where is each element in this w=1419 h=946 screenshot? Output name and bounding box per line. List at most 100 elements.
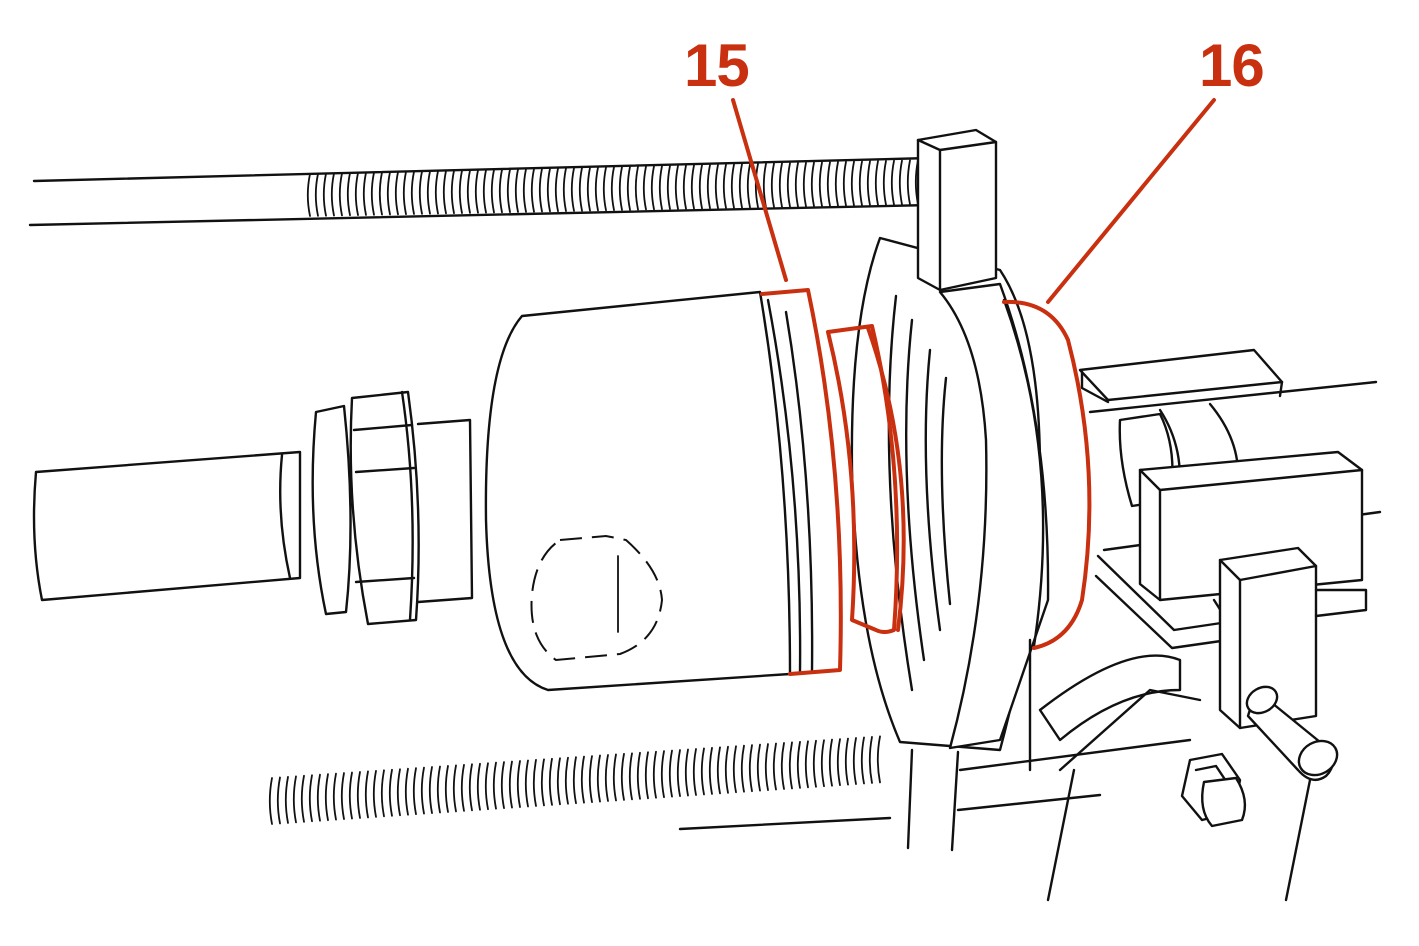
thread-coil <box>882 160 887 206</box>
thread-coil <box>540 758 545 807</box>
thread-coil <box>458 169 463 214</box>
thread-coil <box>346 172 351 217</box>
thread-coil <box>370 171 375 216</box>
thread-coil <box>676 749 681 797</box>
thread-coil <box>844 737 849 786</box>
thread-coil <box>522 168 527 213</box>
thread-coil <box>604 754 609 802</box>
thread-coil <box>778 162 783 208</box>
thread-coil <box>466 169 471 214</box>
bolt-head-icon <box>1180 752 1247 828</box>
thread-coil <box>706 164 711 210</box>
thread-coil <box>730 163 735 209</box>
thread-coil <box>724 745 729 794</box>
lower-threaded-rod <box>268 735 892 831</box>
thread-coil <box>452 764 457 813</box>
thread-coil <box>620 753 625 801</box>
thread-coil <box>828 738 833 787</box>
thread-coil <box>284 776 289 824</box>
thread-coil <box>850 160 855 207</box>
thread-coil <box>812 739 817 788</box>
puller-frame-icon <box>906 638 1312 902</box>
thread-coil <box>826 161 831 207</box>
thread-coil <box>690 164 695 210</box>
thread-coil <box>634 165 639 211</box>
thread-coil <box>410 170 415 215</box>
thread-coil <box>532 759 537 807</box>
thread-coil <box>684 748 689 797</box>
thread-coil <box>682 164 687 210</box>
thread-coil <box>500 761 505 810</box>
puller-frame-upright <box>916 128 998 292</box>
thread-coil <box>796 740 801 789</box>
thread-coil <box>490 168 495 214</box>
thread-coil <box>276 776 281 825</box>
thread-coil <box>666 164 671 210</box>
thread-coil <box>378 171 383 216</box>
thread-coil <box>484 762 489 811</box>
thread-coil <box>794 162 799 208</box>
thread-coil <box>428 766 433 814</box>
thread-coil <box>868 736 873 784</box>
lower-frame <box>906 450 1368 902</box>
thread-coil <box>498 168 503 214</box>
thread-coil <box>810 161 815 208</box>
thread-coil <box>538 167 543 213</box>
thread-coil <box>636 751 641 800</box>
thread-coil <box>570 167 575 212</box>
thread-coil <box>530 168 535 213</box>
thread-coil <box>322 172 327 217</box>
thread-coil <box>836 738 841 787</box>
thread-coil <box>834 161 839 207</box>
thread-coil <box>420 766 425 815</box>
thread-coil <box>364 770 369 819</box>
thread-coil <box>650 165 655 211</box>
thread-coil <box>602 166 607 212</box>
thread-coil <box>594 166 599 212</box>
thread-coil <box>780 742 785 790</box>
thread-coil <box>890 159 895 206</box>
thread-coil <box>356 771 361 819</box>
thread-coil <box>554 167 559 213</box>
thread-coil <box>300 774 305 823</box>
thread-coil <box>516 760 521 808</box>
thread-coil <box>612 753 617 802</box>
thread-coil <box>380 769 385 818</box>
lower-rod-threads <box>268 735 881 825</box>
thread-coil <box>396 768 401 817</box>
thread-coil <box>772 742 777 791</box>
thread-coil <box>386 171 391 216</box>
thread-coil <box>754 162 759 209</box>
thread-coil <box>898 159 903 206</box>
thread-coil <box>660 750 665 799</box>
thread-coil <box>434 170 439 215</box>
thread-coil <box>626 165 631 211</box>
thread-coil <box>642 165 647 211</box>
thread-coil <box>674 164 679 210</box>
thread-coil <box>562 167 567 212</box>
thread-coil <box>804 740 809 789</box>
thread-coil <box>858 160 863 207</box>
thread-coil <box>658 165 663 211</box>
thread-coil <box>436 765 441 814</box>
thread-coil <box>402 170 407 216</box>
thread-coil <box>618 166 623 211</box>
thread-coil <box>292 775 297 824</box>
thread-coil <box>652 750 657 799</box>
thread-coil <box>740 744 745 793</box>
thread-coil <box>404 767 409 816</box>
thread-coil <box>556 757 561 806</box>
thread-coil <box>314 172 319 217</box>
callout-label-16: 16 <box>1199 32 1265 99</box>
thread-coil <box>628 752 633 801</box>
thread-coil <box>442 170 447 215</box>
thread-coil <box>394 171 399 216</box>
thread-coil <box>756 743 761 792</box>
thread-coil <box>860 736 865 785</box>
thread-coil <box>506 168 511 214</box>
thread-coil <box>578 166 583 212</box>
thread-coil <box>738 163 743 209</box>
thread-coil <box>770 162 775 208</box>
thread-coil <box>524 759 529 808</box>
